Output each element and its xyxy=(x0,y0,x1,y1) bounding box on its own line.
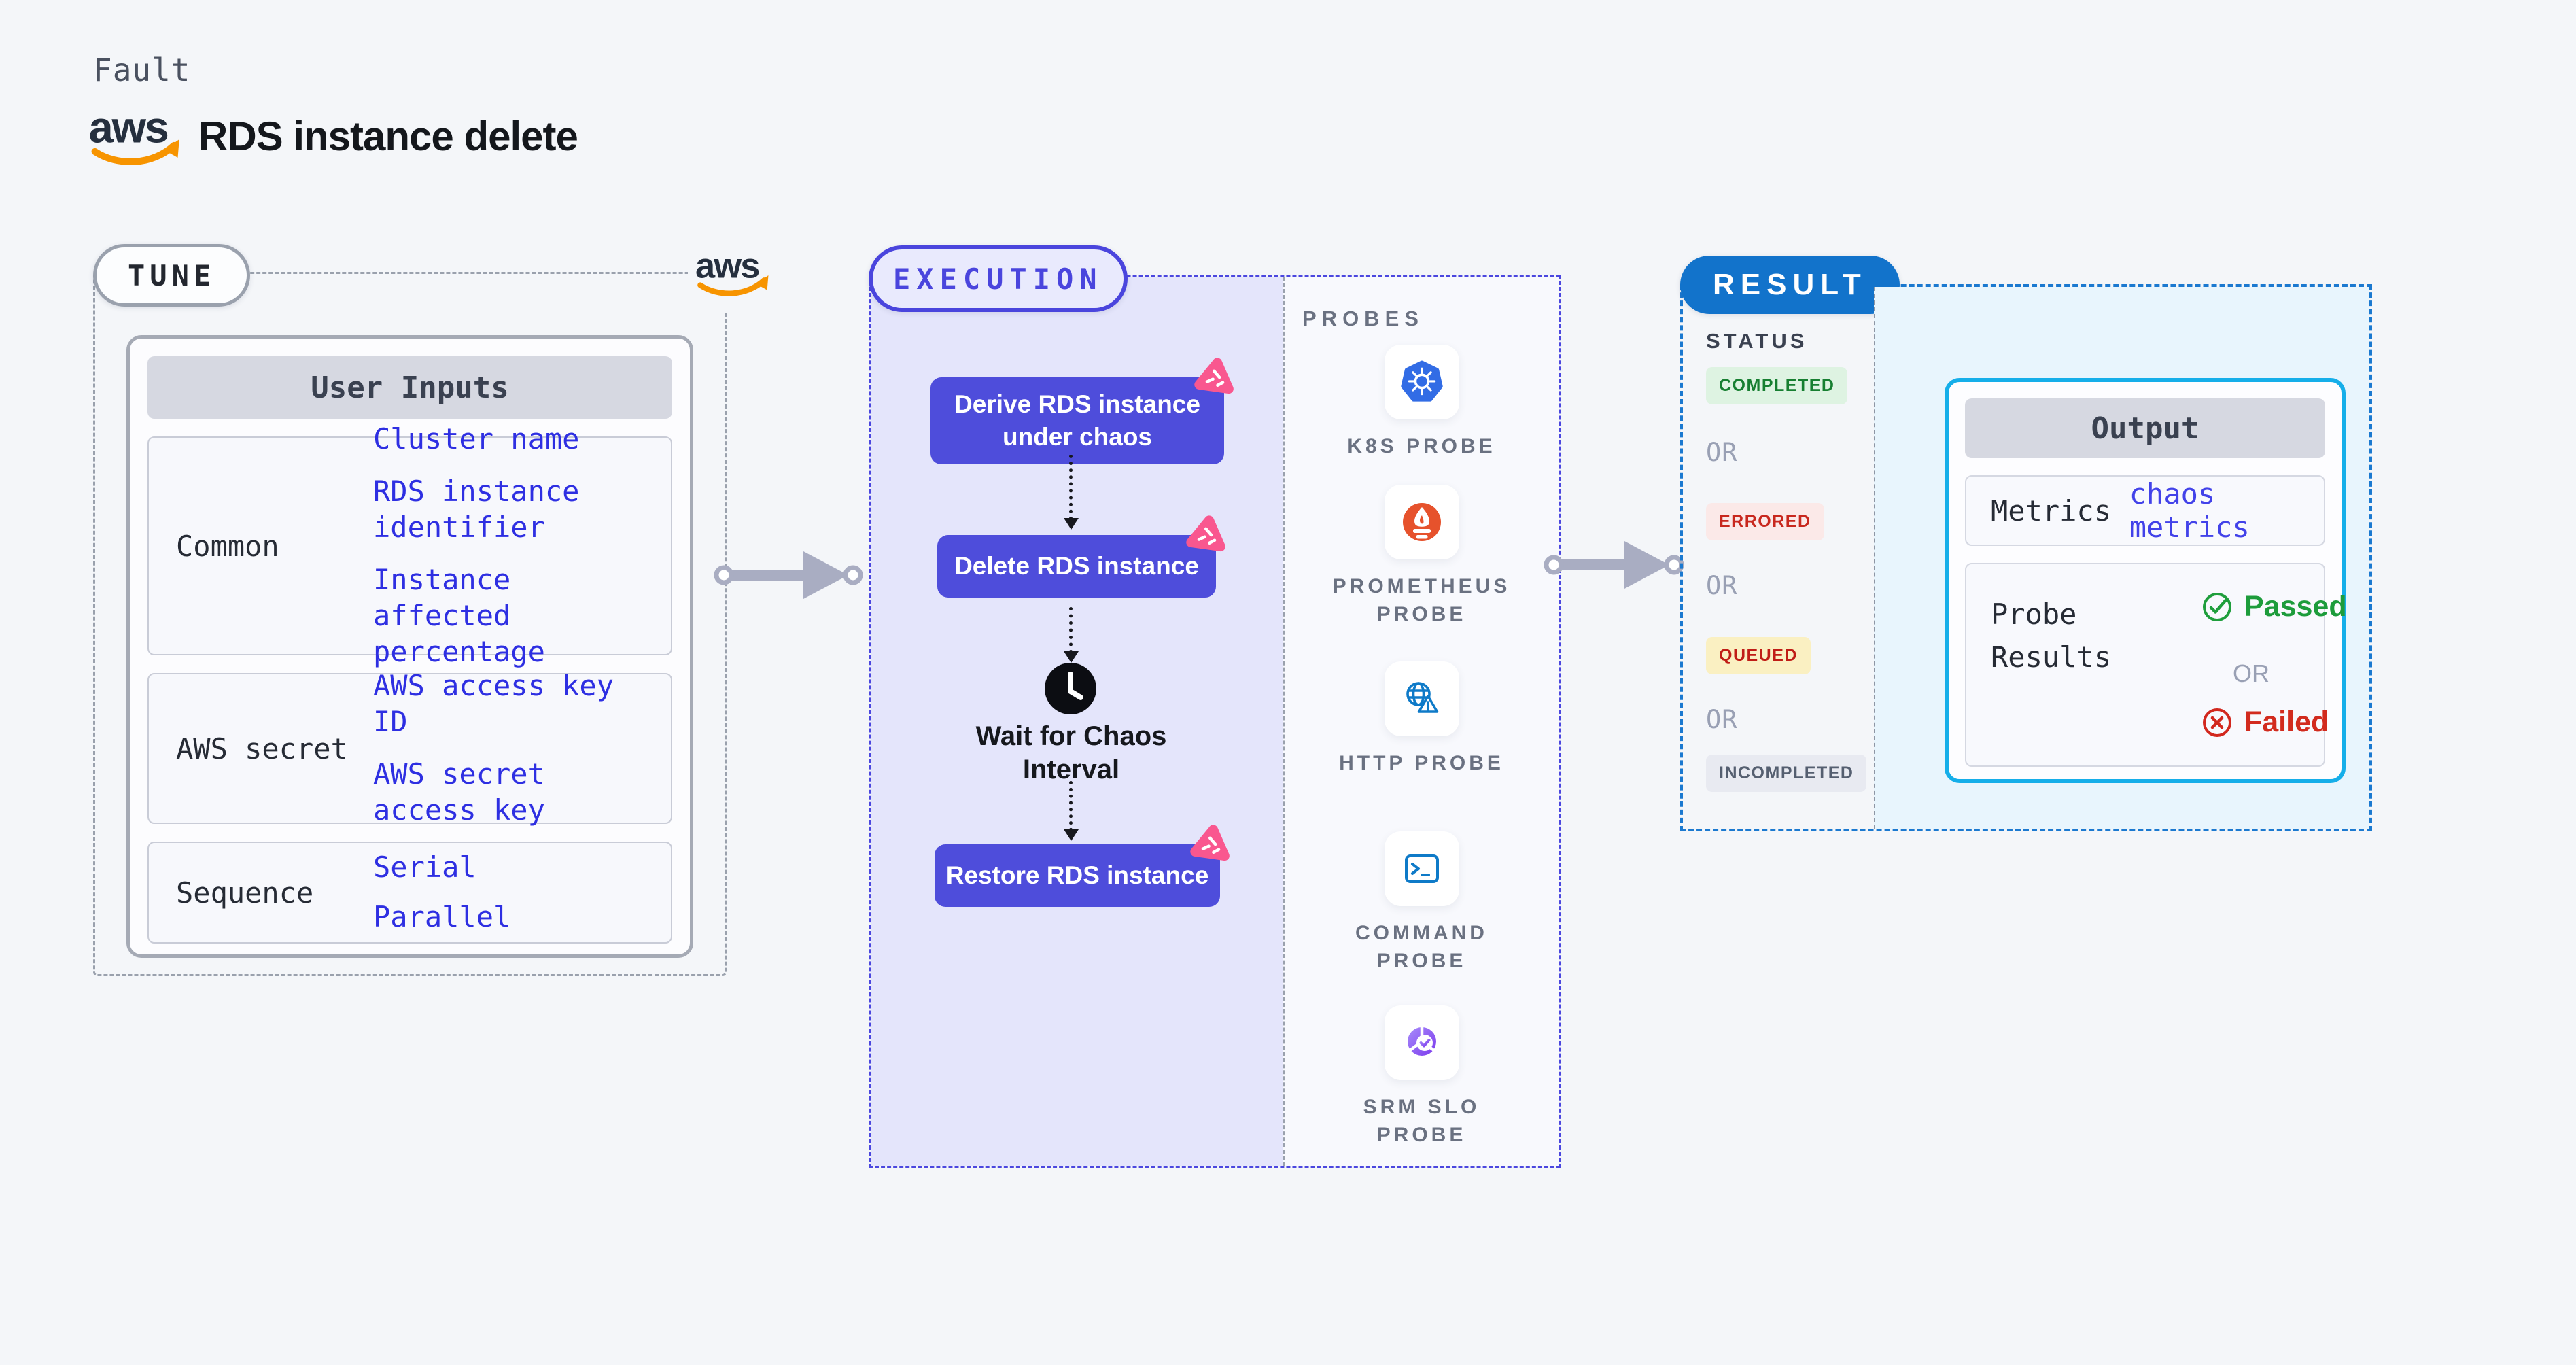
page-header: aws RDS instance delete xyxy=(88,102,578,175)
command-probe-icon xyxy=(1404,854,1439,883)
probe-label: PROMETHEUS PROBE xyxy=(1332,575,1511,625)
x-circle-icon xyxy=(2203,708,2231,737)
row-label: Common xyxy=(176,529,279,563)
status-badge-errored: ERRORED xyxy=(1706,503,1824,540)
step-label: Derive RDS instance under chaos xyxy=(954,390,1200,451)
row-label: Sequence xyxy=(176,876,314,910)
input-link-aws-secret-access-key[interactable]: AWS secret access key xyxy=(373,757,545,827)
probe-label: SRM SLO PROBE xyxy=(1363,1096,1480,1146)
check-circle-icon xyxy=(2203,592,2231,621)
tune-panel: TUNE aws User Inputs Common Cluster name… xyxy=(93,240,779,976)
aws-corner-logo: aws xyxy=(688,240,779,311)
input-link-serial[interactable]: Serial xyxy=(373,850,476,884)
output-row-probe-results: Probe Results Passed OR Failed xyxy=(1965,563,2347,767)
probe-label: K8S PROBE xyxy=(1347,435,1496,457)
or-separator: OR xyxy=(1706,705,1738,734)
row-label: AWS secret xyxy=(176,731,348,765)
metrics-label: Metrics xyxy=(1991,494,2112,528)
tune-pill: TUNE xyxy=(93,244,251,307)
chaos-fault-icon xyxy=(1190,825,1230,861)
input-link-instance-affected-percentage[interactable]: Instance affected percentage xyxy=(373,563,545,668)
table-row-aws-secret: AWS secret AWS access key ID AWS secret … xyxy=(147,669,672,827)
fault-kicker: Fault xyxy=(93,52,191,88)
status-heading: STATUS xyxy=(1706,329,1808,353)
user-inputs-header: User Inputs xyxy=(147,356,672,419)
step-label: Restore RDS instance xyxy=(945,861,1209,889)
probe-prometheus: PROMETHEUS PROBE xyxy=(1285,485,1559,628)
probe-label: HTTP PROBE xyxy=(1339,752,1504,774)
probes-zone: PROBES K8S PROBE xyxy=(1283,277,1559,1166)
step-delete-rds-instance: Delete RDS instance xyxy=(937,515,1225,598)
chaos-fault-icon xyxy=(1186,515,1225,552)
output-header: Output xyxy=(1965,398,2325,458)
probe-k8s: K8S PROBE xyxy=(1285,345,1559,461)
probe-results-label: Probe Results xyxy=(1991,598,2112,674)
probe-command: COMMAND PROBE xyxy=(1285,831,1559,975)
input-link-parallel[interactable]: Parallel xyxy=(373,900,511,933)
failed-label: Failed xyxy=(2244,706,2329,738)
tune-to-execution-arrow-icon xyxy=(714,551,863,599)
flow-arrow-down-icon xyxy=(1064,455,1079,530)
status-badge-queued: QUEUED xyxy=(1706,637,1811,674)
input-link-cluster-name[interactable]: Cluster name xyxy=(373,422,580,456)
output-row-metrics: Metrics chaos metrics xyxy=(1965,475,2325,546)
execution-flow-zone: Derive RDS instance under chaos Delete R… xyxy=(871,277,1283,1166)
probe-card xyxy=(1384,661,1459,736)
srm-slo-probe-icon xyxy=(1407,1026,1436,1056)
step-label: Delete RDS instance xyxy=(954,551,1199,580)
probe-http: HTTP PROBE xyxy=(1285,661,1559,778)
probe-srm-slo: SRM SLO PROBE xyxy=(1285,1005,1559,1149)
probe-card xyxy=(1384,345,1459,419)
flow-arrow-down-icon xyxy=(1064,607,1079,663)
flow-arrow-down-icon xyxy=(1064,781,1079,841)
page-title: RDS instance delete xyxy=(198,114,578,159)
svg-text:aws: aws xyxy=(695,247,759,286)
aws-logo-icon: aws xyxy=(695,247,769,296)
probe-card xyxy=(1384,831,1459,906)
status-badge-incompleted: INCOMPLETED xyxy=(1706,755,1867,792)
passed-label: Passed xyxy=(2244,590,2347,623)
status-column: STATUS COMPLETED OR ERRORED OR QUEUED OR… xyxy=(1683,287,1874,829)
probe-result-failed: Failed xyxy=(2201,706,2329,739)
or-separator: OR xyxy=(2233,659,2269,687)
prometheus-probe-icon xyxy=(1402,503,1441,541)
probe-card xyxy=(1384,485,1459,559)
execution-panel: Derive RDS instance under chaos Delete R… xyxy=(869,245,1561,1168)
probe-card xyxy=(1384,1005,1459,1080)
input-link-rds-instance-identifier[interactable]: RDS instance identifier xyxy=(373,474,580,545)
step-derive-rds-instance: Derive RDS instance under chaos xyxy=(930,358,1234,465)
clock-icon xyxy=(1045,663,1096,714)
table-row-sequence: Sequence Serial Parallel xyxy=(147,842,672,944)
chaos-metrics-link[interactable]: chaos metrics xyxy=(2129,477,2250,544)
probes-heading: PROBES xyxy=(1302,307,1424,330)
output-table: Output Metrics chaos metrics Probe Resul… xyxy=(1945,378,2347,783)
status-badge-completed: COMPLETED xyxy=(1706,367,1848,404)
step-restore-rds-instance: Restore RDS instance xyxy=(935,825,1230,907)
svg-text:aws: aws xyxy=(89,107,168,152)
k8s-probe-icon xyxy=(1400,360,1443,402)
wait-for-chaos-interval-label: Wait for Chaos Interval xyxy=(975,721,1167,784)
input-link-aws-access-key-id[interactable]: AWS access key ID xyxy=(373,669,614,739)
result-pill: RESULT xyxy=(1680,256,1900,314)
table-row-common: Common Cluster name RDS instance identif… xyxy=(147,422,672,668)
http-probe-icon xyxy=(1406,682,1438,713)
probe-result-passed: Passed xyxy=(2201,590,2347,623)
probes-to-result-arrow-icon xyxy=(1544,541,1684,589)
or-separator: OR xyxy=(1706,438,1738,467)
aws-logo-icon: aws xyxy=(88,102,184,175)
execution-pill: EXECUTION xyxy=(869,245,1128,312)
chaos-fault-icon xyxy=(1194,358,1234,394)
user-inputs-table: User Inputs Common Cluster name RDS inst… xyxy=(126,335,693,958)
or-separator: OR xyxy=(1706,571,1738,600)
output-zone: Output Metrics chaos metrics Probe Resul… xyxy=(1874,287,2369,829)
result-panel: RESULT STATUS COMPLETED OR ERRORED OR QU… xyxy=(1680,256,2372,831)
probe-label: COMMAND PROBE xyxy=(1355,922,1488,972)
